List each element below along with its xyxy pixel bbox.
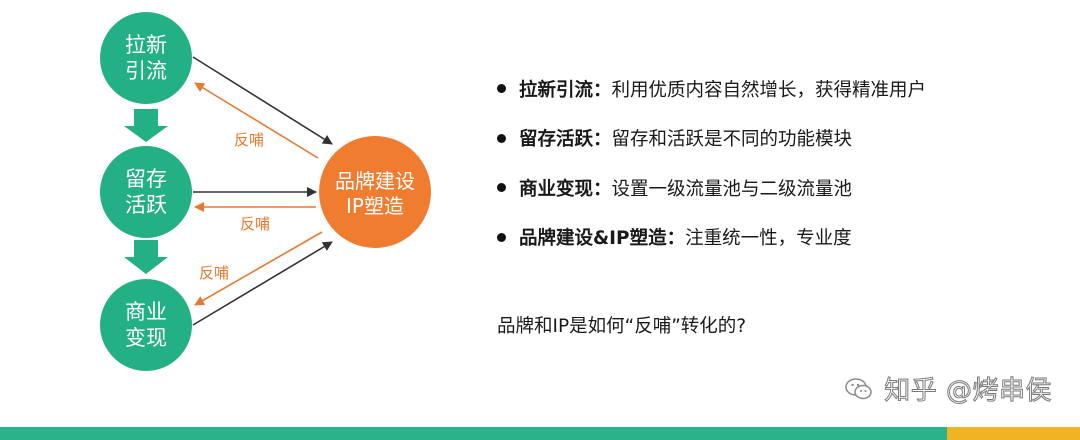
question-text: 品牌和IP是如何“反哺”转化的? xyxy=(497,316,747,337)
node-acquisition: 拉新 引流 xyxy=(100,12,192,104)
down-arrow-1 xyxy=(124,109,168,142)
bullet-term: 拉新引流： xyxy=(519,79,612,101)
footer-bar-green xyxy=(0,427,947,440)
feedback-label-2: 反哺 xyxy=(240,215,270,233)
bullet-item: 拉新引流： 利用优质内容自然增长，获得精准用户 xyxy=(497,64,926,114)
hub-brand-ip: 品牌建设 IP塑造 xyxy=(319,136,431,248)
node-acquisition-line1: 拉新 xyxy=(125,33,167,57)
wechat-icon xyxy=(845,377,872,399)
node-retention: 留存 活跃 xyxy=(100,146,192,238)
bullet-item: 品牌建设&IP塑造： 注重统一性，专业度 xyxy=(497,213,926,263)
node-acquisition-line2: 引流 xyxy=(125,59,167,83)
hub-line2: IP塑造 xyxy=(346,194,404,218)
bullet-desc: 设置一级流量池与二级流量池 xyxy=(611,178,853,200)
arrow-node1-to-hub xyxy=(192,56,333,145)
node-retention-line2: 活跃 xyxy=(125,193,167,217)
bullet-item: 留存活跃： 留存和活跃是不同的功能模块 xyxy=(497,114,926,164)
feedback-arrow-3 xyxy=(194,231,323,306)
bullet-dot-icon xyxy=(497,183,506,193)
bullet-term: 留存活跃： xyxy=(519,129,612,151)
bullet-desc: 留存和活跃是不同的功能模块 xyxy=(611,129,853,151)
bullet-item: 商业变现： 设置一级流量池与二级流量池 xyxy=(497,163,926,213)
bullet-dot-icon xyxy=(497,232,506,242)
flow-diagram: 反哺 反哺 反哺 拉新 引流 留存 活跃 商业 变现 品牌建设 IP塑造 xyxy=(100,12,431,371)
feedback-label-3: 反哺 xyxy=(199,264,229,282)
feedback-label-1: 反哺 xyxy=(234,131,264,149)
bullet-desc: 利用优质内容自然增长，获得精准用户 xyxy=(611,79,927,101)
bullet-dot-icon xyxy=(497,133,506,143)
bullet-dot-icon xyxy=(497,84,506,94)
footer-bar-gold xyxy=(947,427,1080,440)
arrow-node3-to-hub xyxy=(192,241,333,326)
node-monetization: 商业 变现 xyxy=(100,279,192,371)
footer-bar xyxy=(0,427,1080,440)
watermark-text: 知乎 @烤串侯 xyxy=(884,376,1052,407)
bullet-term: 商业变现： xyxy=(519,178,612,200)
node-monetization-line1: 商业 xyxy=(125,300,167,324)
down-arrow-2 xyxy=(124,240,168,274)
bullet-list: 拉新引流： 利用优质内容自然增长，获得精准用户 留存活跃： 留存和活跃是不同的功… xyxy=(497,64,926,262)
bullet-term: 品牌建设&IP塑造： xyxy=(519,228,686,250)
node-retention-line1: 留存 xyxy=(125,167,167,191)
bullet-desc: 注重统一性，专业度 xyxy=(685,228,852,250)
watermark: 知乎 @烤串侯 xyxy=(844,370,1052,407)
hub-line1: 品牌建设 xyxy=(335,169,415,193)
feedback-arrow-1 xyxy=(194,82,319,159)
node-monetization-line2: 变现 xyxy=(125,326,167,350)
